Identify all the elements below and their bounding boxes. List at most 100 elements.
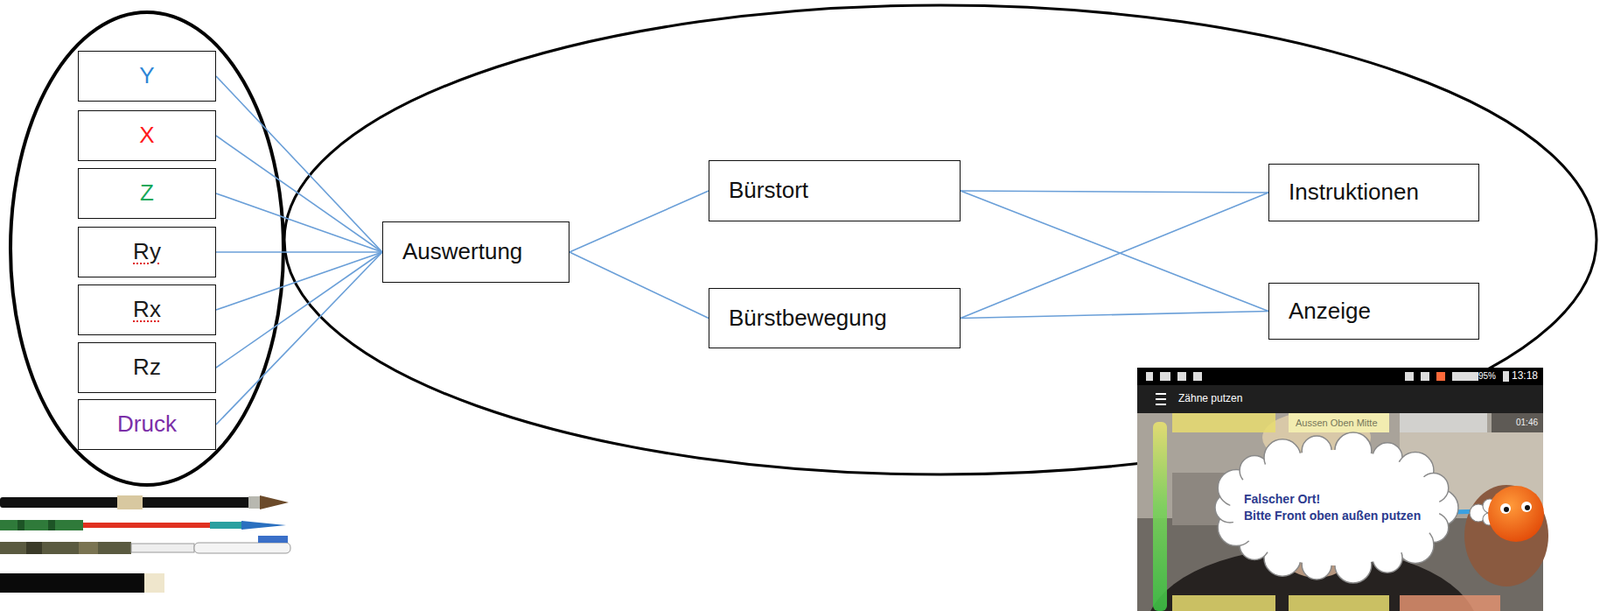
brush-handle [0,541,132,554]
emoji-pupil [1503,506,1510,512]
process-box: Auswertung [382,221,570,283]
connector-line [960,192,1269,319]
text-holder: Bürstbewegung [728,304,888,332]
box-label: X [139,121,154,149]
text-holder: Rx [132,295,161,323]
box-label: Y [139,62,154,90]
toothbrush-bristles [258,535,288,543]
status-icon [1145,371,1153,381]
brush-stripe [17,519,25,531]
brush-pattern [26,541,42,554]
signal-box: Rz [77,342,217,393]
timer-ground [1491,412,1544,433]
box-label: Z [139,179,154,207]
signal-box: Y [77,50,217,102]
progress-bar [1152,421,1167,611]
signal-box: Z [77,167,217,219]
connector-line [216,135,383,252]
text-holder: Z [139,179,154,207]
emoji-pupil [1524,504,1531,511]
connector-line [216,251,383,310]
screen-label: 01:46 [1516,417,1538,427]
signal-box: Rx [77,284,217,336]
connector-line [960,311,1269,319]
group-ellipse [284,5,1597,475]
status-icon [1177,371,1187,381]
box-label: Auswertung [402,237,523,266]
text-holder: Y [139,62,154,90]
screen-text: 13:18 [1511,370,1538,382]
instruction-text: Bitte Front oben außen putzen [1243,507,1421,525]
screen-text: 01:46 [1516,417,1538,427]
brush-tip [241,520,287,530]
connector-line [216,76,383,252]
app-bar [1137,384,1544,413]
screen-text: Zähne putzen [1178,392,1243,405]
menu-icon [1155,398,1167,400]
group-ellipse [10,12,284,485]
connector-line [960,190,1269,193]
brush-stripe [48,519,56,531]
box-label: Anzeige [1288,297,1371,325]
screen-text: Aussen Oben Mitte [1295,417,1378,428]
status-icon [1404,371,1414,381]
screen-label: 95% [1478,370,1496,381]
status-icon [1436,371,1446,381]
connector-line [569,190,709,252]
process-box: Bürstort [708,160,961,222]
emoji-eye [1521,501,1532,512]
brush-ferrule [248,496,261,509]
screen-label: Zähne putzen [1178,392,1243,405]
screen-label: 13:18 [1511,370,1538,382]
box-label: Instruktionen [1288,178,1419,206]
instruction-text: Falscher Ort! [1243,490,1421,508]
box-label: Rz [132,353,161,381]
status-icon [1159,371,1171,381]
screen-label: Aussen Oben Mitte [1295,417,1378,428]
text-holder: Falscher Ort!Bitte Front oben außen putz… [1212,490,1421,525]
brush-band [117,495,143,510]
emoji-face [1488,485,1545,542]
area-tile [1288,594,1390,611]
text-holder: Anzeige [1288,297,1371,325]
area-tile [1172,412,1276,433]
brush-pattern [78,541,98,554]
photo-hand [1464,484,1549,587]
connector-line [216,193,383,252]
text-holder: Bürstort [728,176,809,204]
text-holder: Auswertung [402,237,523,266]
speech-cloud: Falscher Ort!Bitte Front oben außen putz… [1212,432,1458,583]
area-tile [1172,594,1276,611]
text-holder: Rz [132,353,161,381]
text-holder: X [139,121,154,149]
brush-tube [131,543,195,552]
screen-text: 95% [1478,370,1496,381]
menu-icon [1155,392,1167,395]
area-tile [1288,412,1390,433]
cloud-outline [1212,432,1458,583]
status-bar [1137,367,1544,385]
brush-handle [0,519,84,531]
text-holder: Druck [117,410,177,438]
process-box: Bürstbewegung [708,287,961,349]
box-label: Ry [132,237,161,266]
text-holder: Ry [132,237,161,266]
brush-handle [0,572,145,593]
connector-line [216,251,383,425]
signal-icon [1452,371,1479,381]
signal-box: X [77,110,217,161]
process-box: Instruktionen [1268,163,1480,222]
area-tile [1399,594,1501,611]
process-box: Anzeige [1268,282,1480,340]
box-label: Bürstbewegung [728,304,888,332]
status-icon [1193,371,1202,381]
menu-icon [1155,403,1167,406]
area-tile [1399,412,1488,433]
brush-ferrule [209,521,242,529]
toothbrush-head [194,542,291,553]
connector-line [569,251,709,319]
brush-tip [259,495,289,510]
text-holder: Instruktionen [1288,178,1419,206]
connector-line [216,251,383,253]
